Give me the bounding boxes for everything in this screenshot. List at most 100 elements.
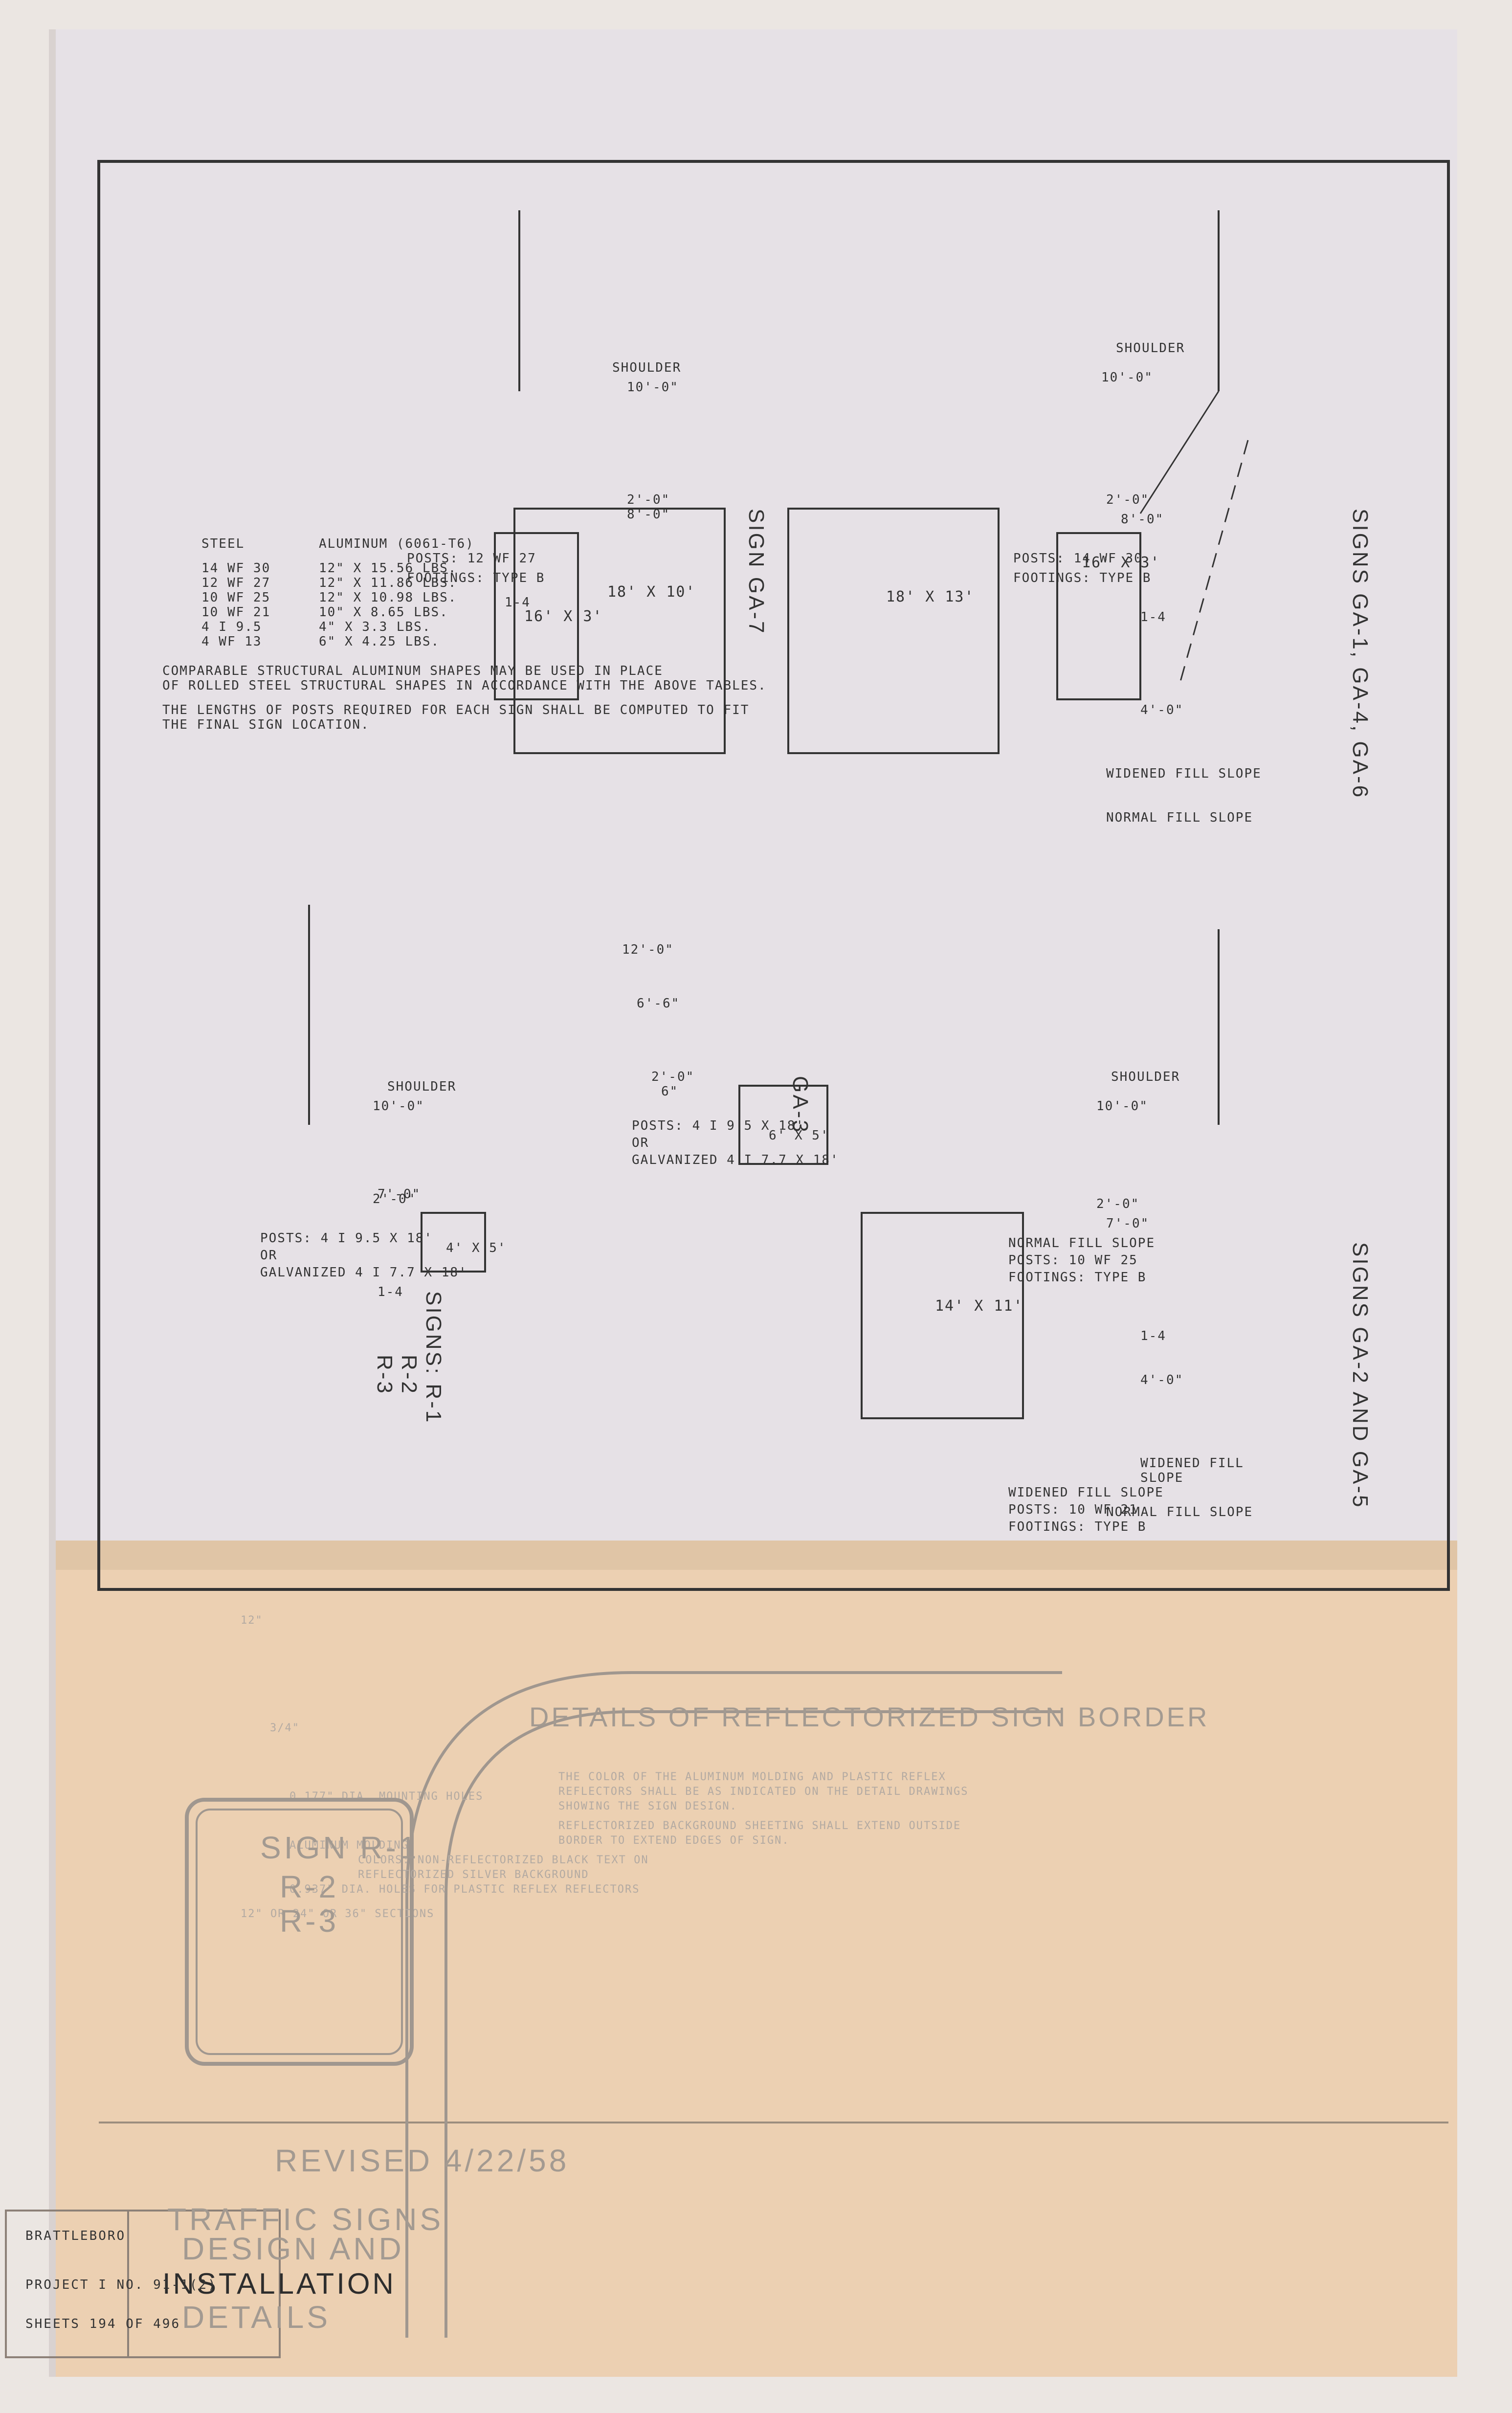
ga2-title: SIGNS GA-2 AND GA-5 (1348, 1242, 1372, 1509)
ga7-sign-panel (513, 508, 726, 754)
ga3-dim-4: 6" (661, 1084, 678, 1099)
r-sign-panel (421, 1212, 486, 1273)
ga7-dim-sign: 2'-0" (627, 492, 670, 507)
detail-ga7: SIGN GA-7 18' X 10' 16' X 3' SHOULDER 10… (407, 210, 768, 754)
table-note-1: COMPARABLE STRUCTURAL ALUMINUM SHAPES MA… (162, 664, 663, 678)
ga3-or: OR (632, 1136, 649, 1150)
ga1-normal-fill: NORMAL FILL SLOPE (1106, 810, 1253, 825)
ga3-dim-1: 12'-0" (622, 942, 674, 957)
ga1-dim-offset: 8'-0" (1121, 512, 1164, 527)
ga7-dim-offset: 8'-0" (627, 507, 670, 522)
table-alum-1: 12" X 11.86 LBS. (319, 576, 457, 590)
ga2-shoulder: SHOULDER (1111, 1070, 1180, 1084)
post-table: STEEL ALUMINUM (6061-T6) 14 WF 30 12 WF … (162, 536, 767, 732)
r-sign-outline (185, 1798, 414, 2066)
r-dim-offset: 7'-0" (378, 1187, 421, 1202)
r-or: OR (260, 1248, 277, 1263)
ga2-sign-panel (861, 1212, 1024, 1419)
ga1-posts: POSTS: 14 WF 30 (1013, 551, 1143, 566)
r-detail-line2: R-2 (280, 1869, 339, 1904)
title-line-1: TRAFFIC SIGNS (167, 2202, 444, 2237)
ga2-dim-shoulder: 10'-0" (1096, 1099, 1148, 1114)
ga7-beam (494, 532, 579, 700)
r-galv: GALVANIZED 4 I 7.7 X 18' (260, 1265, 467, 1280)
drawing-border (97, 160, 1450, 1591)
detail-r-sign-layout: SIGN R-1 R-2 R-3 COLORS: NON-REFLECTORIZ… (185, 1798, 649, 2066)
ga2-slope: 1-4 (1140, 1329, 1166, 1343)
ga2-dim-offset: 7'-0" (1106, 1216, 1149, 1231)
ga2-note-normal-1: NORMAL FILL SLOPE (1008, 1236, 1155, 1251)
title-block: REVISED 4/22/58 TRAFFIC SIGNS DESIGN AND… (5, 2143, 569, 2358)
r-shoulder: SHOULDER (387, 1079, 456, 1094)
border-note-4: REFLECTORIZED BACKGROUND SHEETING SHALL … (558, 1820, 961, 1832)
ga1-dim-shoulder: 10'-0" (1101, 370, 1153, 385)
table-head-alum: ALUMINUM (6061-T6) (319, 536, 474, 551)
table-alum-5: 6" X 4.25 LBS. (319, 634, 440, 649)
ga1-beam-size: 16' X 3' (1082, 554, 1160, 571)
ga2-dim-post: 4'-0" (1140, 1373, 1183, 1387)
ga7-title: SIGN GA-7 (744, 509, 768, 635)
table-note-2: OF ROLLED STEEL STRUCTURAL SHAPES IN ACC… (162, 678, 767, 693)
ga2-widened-b: SLOPE (1140, 1471, 1183, 1485)
r-slope: 1-4 (378, 1285, 403, 1299)
r-dim-shoulder: 10'-0" (373, 1099, 424, 1114)
ga2-widened-a: WIDENED FILL (1140, 1456, 1244, 1471)
ga1-shoulder: SHOULDER (1116, 341, 1185, 356)
ga7-slope: 1-4 (505, 595, 531, 610)
table-alum-2: 12" X 10.98 LBS. (319, 590, 457, 605)
ga2-dim-sign: 2'-0" (1096, 1197, 1139, 1211)
title-line-3: INSTALLATION (162, 2267, 396, 2300)
ga3-sign-panel (738, 1085, 828, 1165)
r-detail-line1: SIGN R-1 (260, 1830, 419, 1865)
ga2-sign-size: 14' X 11' (935, 1297, 1023, 1315)
ga2-note-normal-2: POSTS: 10 WF 25 (1008, 1253, 1138, 1268)
r-posts: POSTS: 4 I 9.5 X 18' (260, 1231, 433, 1246)
r-detail-colors: COLORS: NON-REFLECTORIZED BLACK TEXT ON (358, 1854, 649, 1866)
border-note-5: BORDER TO EXTEND EDGES OF SIGN. (558, 1834, 790, 1847)
r-title: SIGNS: R-1 (422, 1291, 445, 1424)
border-dim-12: 12" (241, 1614, 263, 1627)
table-alum-3: 10" X 8.65 LBS. (319, 605, 448, 620)
ga1-dim-sign: 2'-0" (1106, 492, 1149, 507)
ga3-dim-2: 6'-6" (637, 996, 680, 1011)
r-dim-sign: 2'-0" (373, 1192, 416, 1206)
table-head-steel: STEEL (201, 536, 245, 551)
table-steel-2: 10 WF 25 (201, 590, 270, 605)
r-sign-size: 4' X 5' (446, 1241, 507, 1255)
r-title-3: R-3 (373, 1355, 397, 1395)
ga1-beam (1056, 532, 1141, 700)
ga1-footings: FOOTINGS: TYPE B (1013, 571, 1151, 585)
ga7-dim-shoulder: 10'-0" (627, 380, 679, 395)
detail-r-signs: SIGNS: R-1 R-2 R-3 4' X 5' SHOULDER 10'-… (260, 905, 507, 1424)
project-number: PROJECT I NO. 91-1(2) (25, 2278, 217, 2292)
ga7-sign-size: 18' X 10' (607, 583, 696, 601)
table-alum-4: 4" X 3.3 LBS. (319, 620, 431, 634)
title-line-4: DETAILS (182, 2300, 331, 2335)
border-note-1: THE COLOR OF THE ALUMINUM MOLDING AND PL… (558, 1771, 946, 1783)
table-note-4: THE FINAL SIGN LOCATION. (162, 717, 370, 732)
town-name: BRATTLEBORO (25, 2229, 126, 2243)
ga1-dim-post: 4'-0" (1140, 703, 1183, 717)
ga7-footings: FOOTINGS: TYPE B (407, 571, 545, 585)
ga7-posts: POSTS: 12 WF 27 (407, 551, 536, 566)
border-reflex: 0.937" DIA. HOLES FOR PLASTIC REFLEX REF… (289, 1883, 640, 1896)
detail-ga3: GA-3 6' X 5' 12'-0" 6'-6" 2'-0" 6" POSTS… (622, 942, 838, 1167)
detail-ga1: SIGNS GA-1, GA-4, GA-6 18' X 13' 16' X 3… (787, 210, 1372, 825)
table-steel-4: 4 I 9.5 (201, 620, 262, 634)
table-steel-3: 10 WF 21 (201, 605, 270, 620)
ga3-dim-3: 2'-0" (651, 1070, 694, 1084)
ga2-note-widened-1: WIDENED FILL SLOPE (1008, 1485, 1164, 1500)
table-alum-0: 12" X 15.56 LBS. (319, 561, 457, 576)
ga1-widened-fill: WIDENED FILL SLOPE (1106, 766, 1262, 781)
border-note-3: SHOWING THE SIGN DESIGN. (558, 1800, 737, 1812)
revised-date: REVISED 4/22/58 (275, 2143, 569, 2178)
table-steel-0: 14 WF 30 (201, 561, 270, 576)
table-steel-5: 4 WF 13 (201, 634, 262, 649)
ga7-shoulder: SHOULDER (612, 360, 681, 375)
ga1-sign-size: 18' X 13' (886, 588, 975, 605)
ga1-title: SIGNS GA-1, GA-4, GA-6 (1348, 509, 1372, 799)
